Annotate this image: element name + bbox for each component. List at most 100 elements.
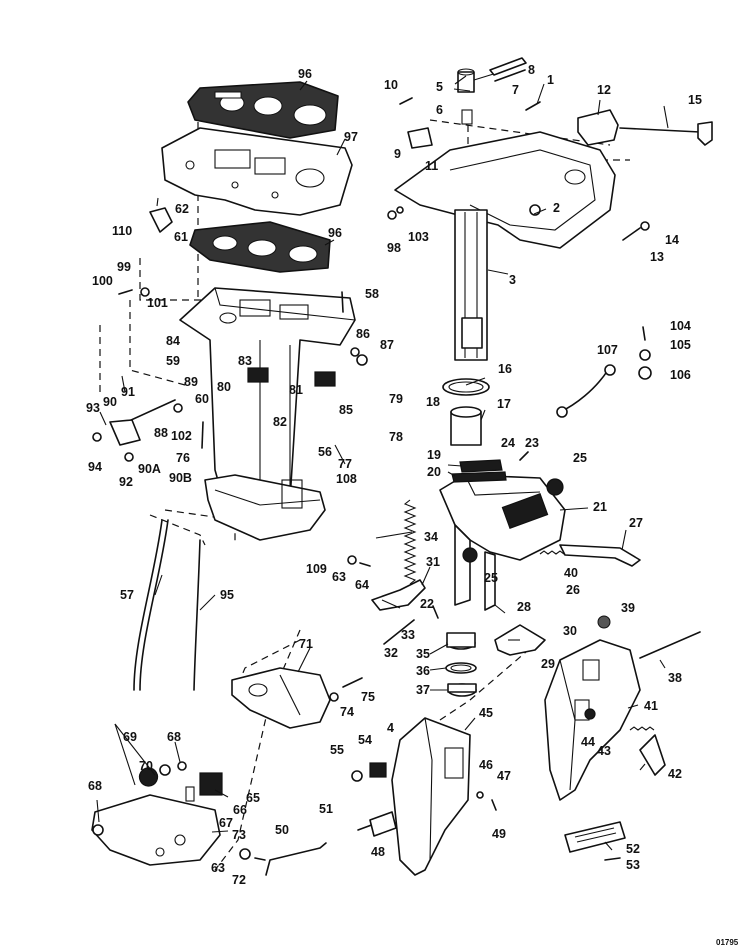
part-label-13: 13 (650, 250, 664, 264)
part-label-58: 58 (365, 287, 379, 301)
part-label-21: 21 (593, 500, 607, 514)
part-label-24: 24 (501, 436, 515, 450)
part-label-3: 3 (509, 273, 516, 287)
part-label-102: 102 (171, 429, 192, 443)
part-number-labels: 1234567891011121314151617181920212223242… (86, 63, 702, 887)
part-label-59: 59 (166, 354, 180, 368)
part-label-69: 69 (123, 730, 137, 744)
part-label-47: 47 (497, 769, 511, 783)
part-label-52: 52 (626, 842, 640, 856)
part-label-61: 61 (174, 230, 188, 244)
part-label-10: 10 (384, 78, 398, 92)
part-label-16: 16 (498, 362, 512, 376)
part-label-88: 88 (154, 426, 168, 440)
clamp-bracket-45 (391, 717, 471, 876)
part-label-7: 7 (512, 83, 519, 97)
friction-pad-52 (564, 821, 626, 853)
part-label-93: 93 (86, 401, 100, 415)
part-label-109: 109 (306, 562, 327, 576)
exhaust-housing (179, 287, 356, 541)
part-label-90b: 90B (169, 471, 192, 485)
part-label-104: 104 (670, 319, 691, 333)
part-label-86: 86 (356, 327, 370, 341)
part-label-11: 11 (425, 159, 438, 173)
part-label-14: 14 (665, 233, 679, 247)
part-label-29: 29 (541, 657, 555, 671)
part-label-87: 87 (380, 338, 394, 352)
part-label-63a: 63 (332, 570, 346, 584)
part-label-2: 2 (553, 201, 560, 215)
part-label-46: 46 (479, 758, 493, 772)
part-label-98: 98 (387, 241, 401, 255)
part-label-75: 75 (361, 690, 375, 704)
part-label-50: 50 (275, 823, 289, 837)
part-label-66: 66 (233, 803, 247, 817)
part-label-96b: 96 (328, 226, 342, 240)
part-label-6: 6 (436, 103, 443, 117)
part-label-97: 97 (344, 130, 358, 144)
part-label-60: 60 (195, 392, 209, 406)
part-label-25a: 25 (573, 451, 587, 465)
part-label-51: 51 (319, 802, 333, 816)
part-label-25b: 25 (484, 571, 498, 585)
levers-and-rods (109, 399, 701, 876)
part-label-78: 78 (389, 430, 403, 444)
part-label-31: 31 (426, 555, 440, 569)
part-label-90: 90 (103, 395, 117, 409)
part-label-85: 85 (339, 403, 353, 417)
part-label-63b: 63 (211, 861, 225, 875)
part-label-40: 40 (564, 566, 578, 580)
part-label-110: 110 (112, 224, 132, 238)
part-label-62: 62 (175, 202, 189, 216)
part-label-67: 67 (219, 816, 233, 830)
part-label-44: 44 (581, 735, 595, 749)
part-label-68b: 68 (88, 779, 102, 793)
water-tubes (133, 519, 201, 691)
part-label-17: 17 (497, 397, 511, 411)
part-label-70: 70 (139, 759, 153, 773)
part-label-37: 37 (416, 683, 430, 697)
gasket-upper (187, 81, 339, 139)
part-label-108: 108 (336, 472, 357, 486)
throttle-friction-block-12 (577, 109, 713, 146)
part-label-71: 71 (299, 637, 313, 651)
part-label-95: 95 (220, 588, 234, 602)
part-label-74: 74 (340, 705, 354, 719)
part-label-83: 83 (238, 354, 252, 368)
part-label-39: 39 (621, 601, 635, 615)
part-label-23: 23 (525, 436, 539, 450)
part-label-36: 36 (416, 664, 430, 678)
part-label-92: 92 (119, 475, 133, 489)
part-label-18: 18 (426, 395, 440, 409)
part-label-56: 56 (318, 445, 332, 459)
part-label-73: 73 (232, 828, 246, 842)
part-label-8: 8 (528, 63, 535, 77)
part-label-65: 65 (246, 791, 260, 805)
part-label-28: 28 (517, 600, 531, 614)
part-label-101: 101 (147, 296, 168, 310)
part-label-12: 12 (597, 83, 611, 97)
ground-strap-107 (556, 364, 616, 418)
part-label-84: 84 (166, 334, 180, 348)
adapter-plate (161, 127, 353, 216)
part-label-91: 91 (121, 385, 135, 399)
stern-bracket (544, 639, 641, 801)
part-label-99: 99 (117, 260, 131, 274)
part-label-19: 19 (427, 448, 441, 462)
part-label-72: 72 (232, 873, 246, 887)
part-label-32: 32 (384, 646, 398, 660)
part-label-30: 30 (563, 624, 577, 638)
part-label-26: 26 (566, 583, 580, 597)
part-label-68a: 68 (167, 730, 181, 744)
part-label-54: 54 (358, 733, 372, 747)
part-label-38: 38 (668, 671, 682, 685)
part-label-89: 89 (184, 375, 198, 389)
part-label-57: 57 (120, 588, 134, 602)
part-label-20: 20 (427, 465, 441, 479)
part-label-48: 48 (371, 845, 385, 859)
part-label-100: 100 (92, 274, 113, 288)
part-label-41: 41 (644, 699, 658, 713)
part-label-35: 35 (416, 647, 430, 661)
part-label-34: 34 (424, 530, 438, 544)
